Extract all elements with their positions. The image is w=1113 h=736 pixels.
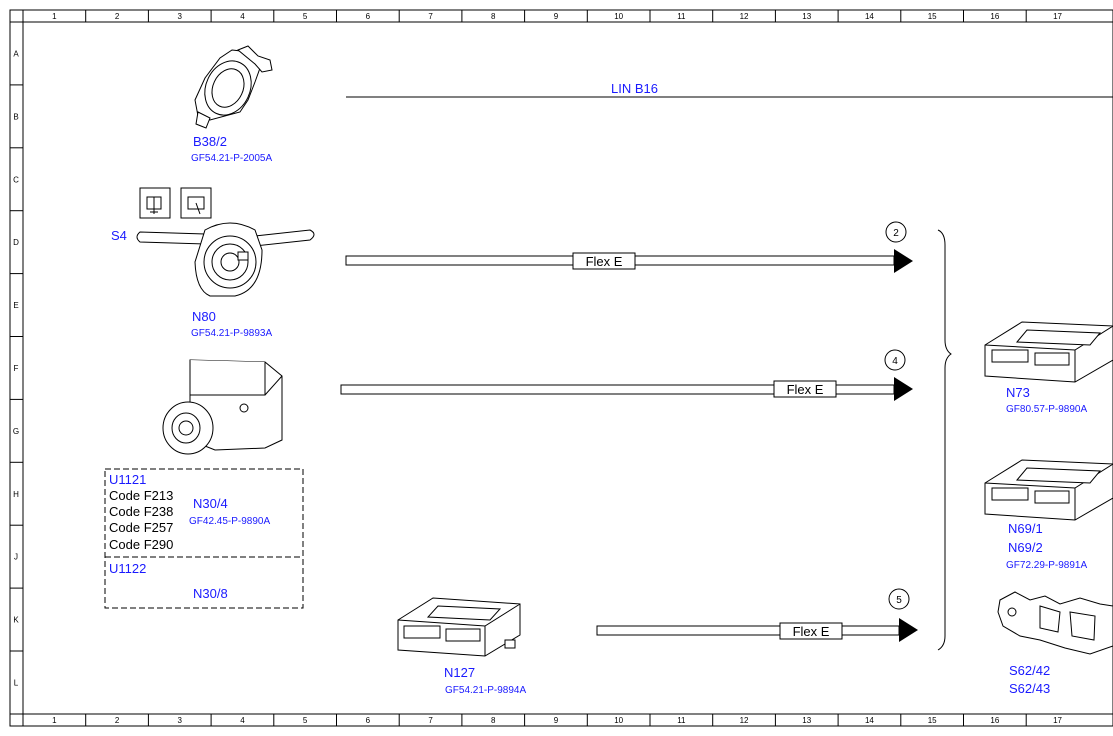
grid-ruler: 1122334455667788991010111112121313141415… bbox=[10, 10, 1063, 726]
n69-ref: GF72.29-P-9891A bbox=[1006, 560, 1087, 571]
column-label: 14 bbox=[865, 716, 874, 725]
u1121-label: U1121 bbox=[109, 472, 146, 487]
column-label: 2 bbox=[115, 716, 120, 725]
n127-name: N127 bbox=[444, 665, 475, 680]
flex-e-label-5: Flex E bbox=[793, 624, 830, 639]
row-label: C bbox=[13, 175, 19, 184]
b38-2-sensor-icon bbox=[194, 45, 273, 129]
code-f290: Code F290 bbox=[109, 537, 173, 552]
column-label: 5 bbox=[303, 716, 308, 725]
column-label: 10 bbox=[614, 716, 623, 725]
column-label: 7 bbox=[428, 716, 433, 725]
column-label: 4 bbox=[240, 716, 245, 725]
column-label: 15 bbox=[928, 716, 937, 725]
n127-ref: GF54.21-P-9894A bbox=[445, 685, 526, 696]
flex-e-connection-5 bbox=[596, 618, 918, 642]
n30-4-module-icon bbox=[162, 359, 283, 455]
column-label: 6 bbox=[366, 12, 371, 21]
s62-lock-switch-icon bbox=[997, 591, 1113, 655]
b38-2-name: B38/2 bbox=[193, 134, 227, 149]
connection-number-2-circle bbox=[885, 221, 907, 243]
column-label: 9 bbox=[554, 12, 559, 21]
column-label: 11 bbox=[677, 716, 686, 725]
s62-42-name: S62/42 bbox=[1009, 663, 1050, 678]
s4-switch-symbol-1 bbox=[139, 187, 171, 219]
n69-1-name: N69/1 bbox=[1008, 521, 1043, 536]
column-label: 14 bbox=[865, 12, 874, 21]
column-label: 10 bbox=[614, 12, 623, 21]
connection-number-2: 2 bbox=[893, 228, 899, 239]
s62-43-name: S62/43 bbox=[1009, 681, 1050, 696]
n73-ref: GF80.57-P-9890A bbox=[1006, 404, 1087, 415]
row-label: H bbox=[13, 490, 19, 499]
column-label: 9 bbox=[554, 716, 559, 725]
column-label: 17 bbox=[1053, 12, 1062, 21]
row-label: K bbox=[13, 616, 19, 625]
column-label: 8 bbox=[491, 12, 496, 21]
column-label: 13 bbox=[802, 12, 811, 21]
row-label: L bbox=[14, 678, 19, 687]
column-label: 15 bbox=[928, 12, 937, 21]
code-f213: Code F213 bbox=[109, 488, 173, 503]
u1122-label: U1122 bbox=[109, 561, 146, 576]
flex-e-label-4: Flex E bbox=[787, 382, 824, 397]
s4-switch-glyph-1 bbox=[146, 196, 162, 214]
flex-e-connection-2 bbox=[345, 249, 913, 273]
n80-name: N80 bbox=[192, 309, 216, 324]
column-label: 12 bbox=[740, 12, 749, 21]
lin-bus-label: LIN B16 bbox=[611, 81, 658, 96]
row-label: B bbox=[13, 112, 18, 121]
column-label: 3 bbox=[178, 12, 183, 21]
column-label: 1 bbox=[52, 716, 57, 725]
code-f257: Code F257 bbox=[109, 520, 173, 535]
n30-8-name: N30/8 bbox=[193, 586, 228, 601]
connection-number-5-circle bbox=[888, 588, 910, 610]
row-label: D bbox=[13, 238, 19, 247]
row-label: A bbox=[13, 49, 19, 58]
column-label: 3 bbox=[178, 716, 183, 725]
n80-ref: GF54.21-P-9893A bbox=[191, 328, 272, 339]
code-f238: Code F238 bbox=[109, 504, 173, 519]
flex-e-connection-4 bbox=[340, 377, 913, 401]
column-label: 16 bbox=[990, 12, 999, 21]
group-brace bbox=[937, 229, 952, 651]
row-label: E bbox=[13, 301, 18, 310]
n30-4-name: N30/4 bbox=[193, 496, 228, 511]
n127-control-unit-icon bbox=[397, 597, 521, 657]
column-label: 7 bbox=[428, 12, 433, 21]
s4-switch-glyph-2 bbox=[187, 196, 205, 215]
connection-number-4-circle bbox=[884, 349, 906, 371]
column-label: 13 bbox=[802, 716, 811, 725]
column-label: 4 bbox=[240, 12, 245, 21]
connection-number-4: 4 bbox=[892, 356, 898, 367]
column-label: 2 bbox=[115, 12, 120, 21]
row-label: G bbox=[13, 427, 19, 436]
n73-name: N73 bbox=[1006, 385, 1030, 400]
row-label: J bbox=[14, 553, 18, 562]
column-label: 1 bbox=[52, 12, 57, 21]
column-label: 8 bbox=[491, 716, 496, 725]
n80-steering-module-icon bbox=[136, 222, 315, 297]
column-label: 11 bbox=[677, 12, 686, 21]
row-label: F bbox=[14, 364, 19, 373]
column-label: 12 bbox=[740, 716, 749, 725]
diagram-frame bbox=[9, 9, 1113, 727]
column-label: 16 bbox=[990, 716, 999, 725]
column-label: 5 bbox=[303, 12, 308, 21]
n30-4-ref: GF42.45-P-9890A bbox=[189, 516, 270, 527]
n73-control-unit-icon bbox=[984, 321, 1113, 383]
variant-box bbox=[104, 468, 304, 609]
column-label: 6 bbox=[366, 716, 371, 725]
connection-number-5: 5 bbox=[896, 595, 902, 606]
n69-control-unit-icon bbox=[984, 459, 1113, 521]
flex-e-label-2: Flex E bbox=[586, 254, 623, 269]
b38-2-ref: GF54.21-P-2005A bbox=[191, 153, 272, 164]
n69-2-name: N69/2 bbox=[1008, 540, 1043, 555]
s4-name: S4 bbox=[111, 228, 127, 243]
column-label: 17 bbox=[1053, 716, 1062, 725]
